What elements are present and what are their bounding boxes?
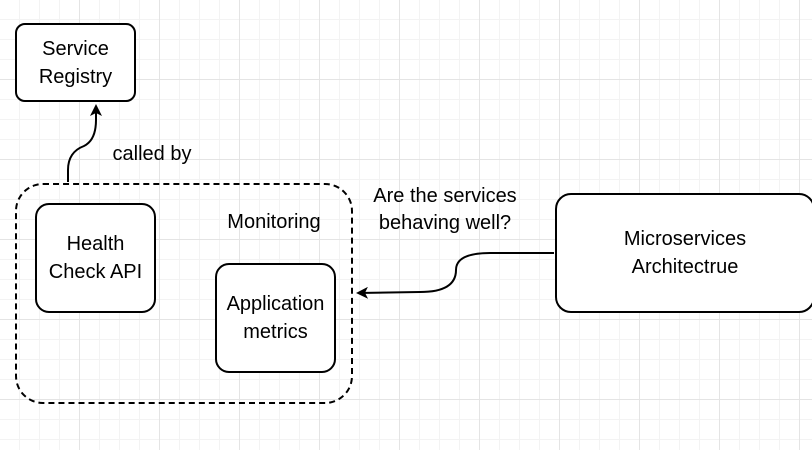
monitoring-group[interactable] — [15, 183, 353, 404]
service-registry-node[interactable]: Service Registry — [15, 23, 136, 102]
application-metrics-node[interactable]: Application metrics — [215, 263, 336, 373]
microservices-architecture-node[interactable]: Microservices Architectrue — [555, 193, 812, 313]
health-check-api-node[interactable]: Health Check API — [35, 203, 156, 313]
edge-behaving-well[interactable] — [356, 252, 554, 299]
edge-called-by[interactable] — [67, 104, 102, 182]
application-metrics-label: Application metrics — [226, 293, 325, 343]
called-by-edge-label: called by — [112, 143, 192, 165]
behaving-well-edge-label: Are the services behaving well? — [373, 185, 517, 234]
health-check-api-label: Health Check API — [48, 233, 143, 283]
monitoring-group-label: Monitoring — [227, 211, 321, 233]
microservices-architecture-label: Microservices Architectrue — [623, 228, 747, 278]
service-registry-label: Service Registry — [38, 37, 113, 88]
